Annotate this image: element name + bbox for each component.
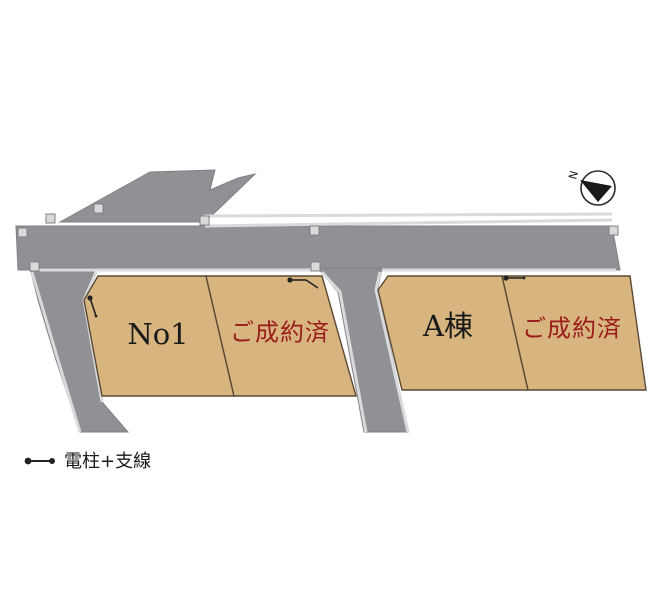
- marker: [17, 227, 28, 238]
- utility-pole-guy-wire-icon: [24, 457, 55, 465]
- road-network: [15, 169, 621, 433]
- legend-label: 電柱+支線: [64, 451, 151, 472]
- utility-pole-guy-wire-icon: [87, 295, 98, 318]
- north-letter: N: [566, 169, 581, 180]
- lots: [83, 275, 647, 397]
- marker: [608, 225, 619, 236]
- utility-poles: [87, 275, 526, 318]
- utility-pole-guy-wire-icon: [287, 277, 319, 289]
- road-markers: [17, 203, 619, 272]
- north-arrow-icon: N: [566, 169, 616, 206]
- lot-no1[interactable]: [83, 275, 235, 397]
- road-main-horizontal: [15, 225, 621, 271]
- lot-2-sold[interactable]: [205, 275, 357, 397]
- lot-4-sold[interactable]: [501, 275, 647, 391]
- road-upper-left-diagonal: [58, 169, 257, 223]
- marker: [93, 203, 104, 214]
- marker: [309, 225, 320, 236]
- lot-label-2: ご成約済: [230, 319, 330, 347]
- lot-label-no1: No1: [127, 317, 188, 351]
- lot-label-a: A棟: [422, 309, 473, 343]
- marker: [199, 215, 210, 226]
- marker: [29, 261, 40, 272]
- utility-pole-guy-wire-icon: [503, 275, 526, 281]
- marker: [310, 261, 321, 272]
- lot-labels: No1 ご成約済 A棟 ご成約済: [127, 309, 622, 351]
- lot-a[interactable]: [377, 275, 529, 391]
- lot-label-4: ご成約済: [522, 315, 622, 343]
- road-left-branch: [29, 267, 130, 433]
- legend: 電柱+支線: [24, 451, 151, 472]
- marker: [45, 213, 56, 224]
